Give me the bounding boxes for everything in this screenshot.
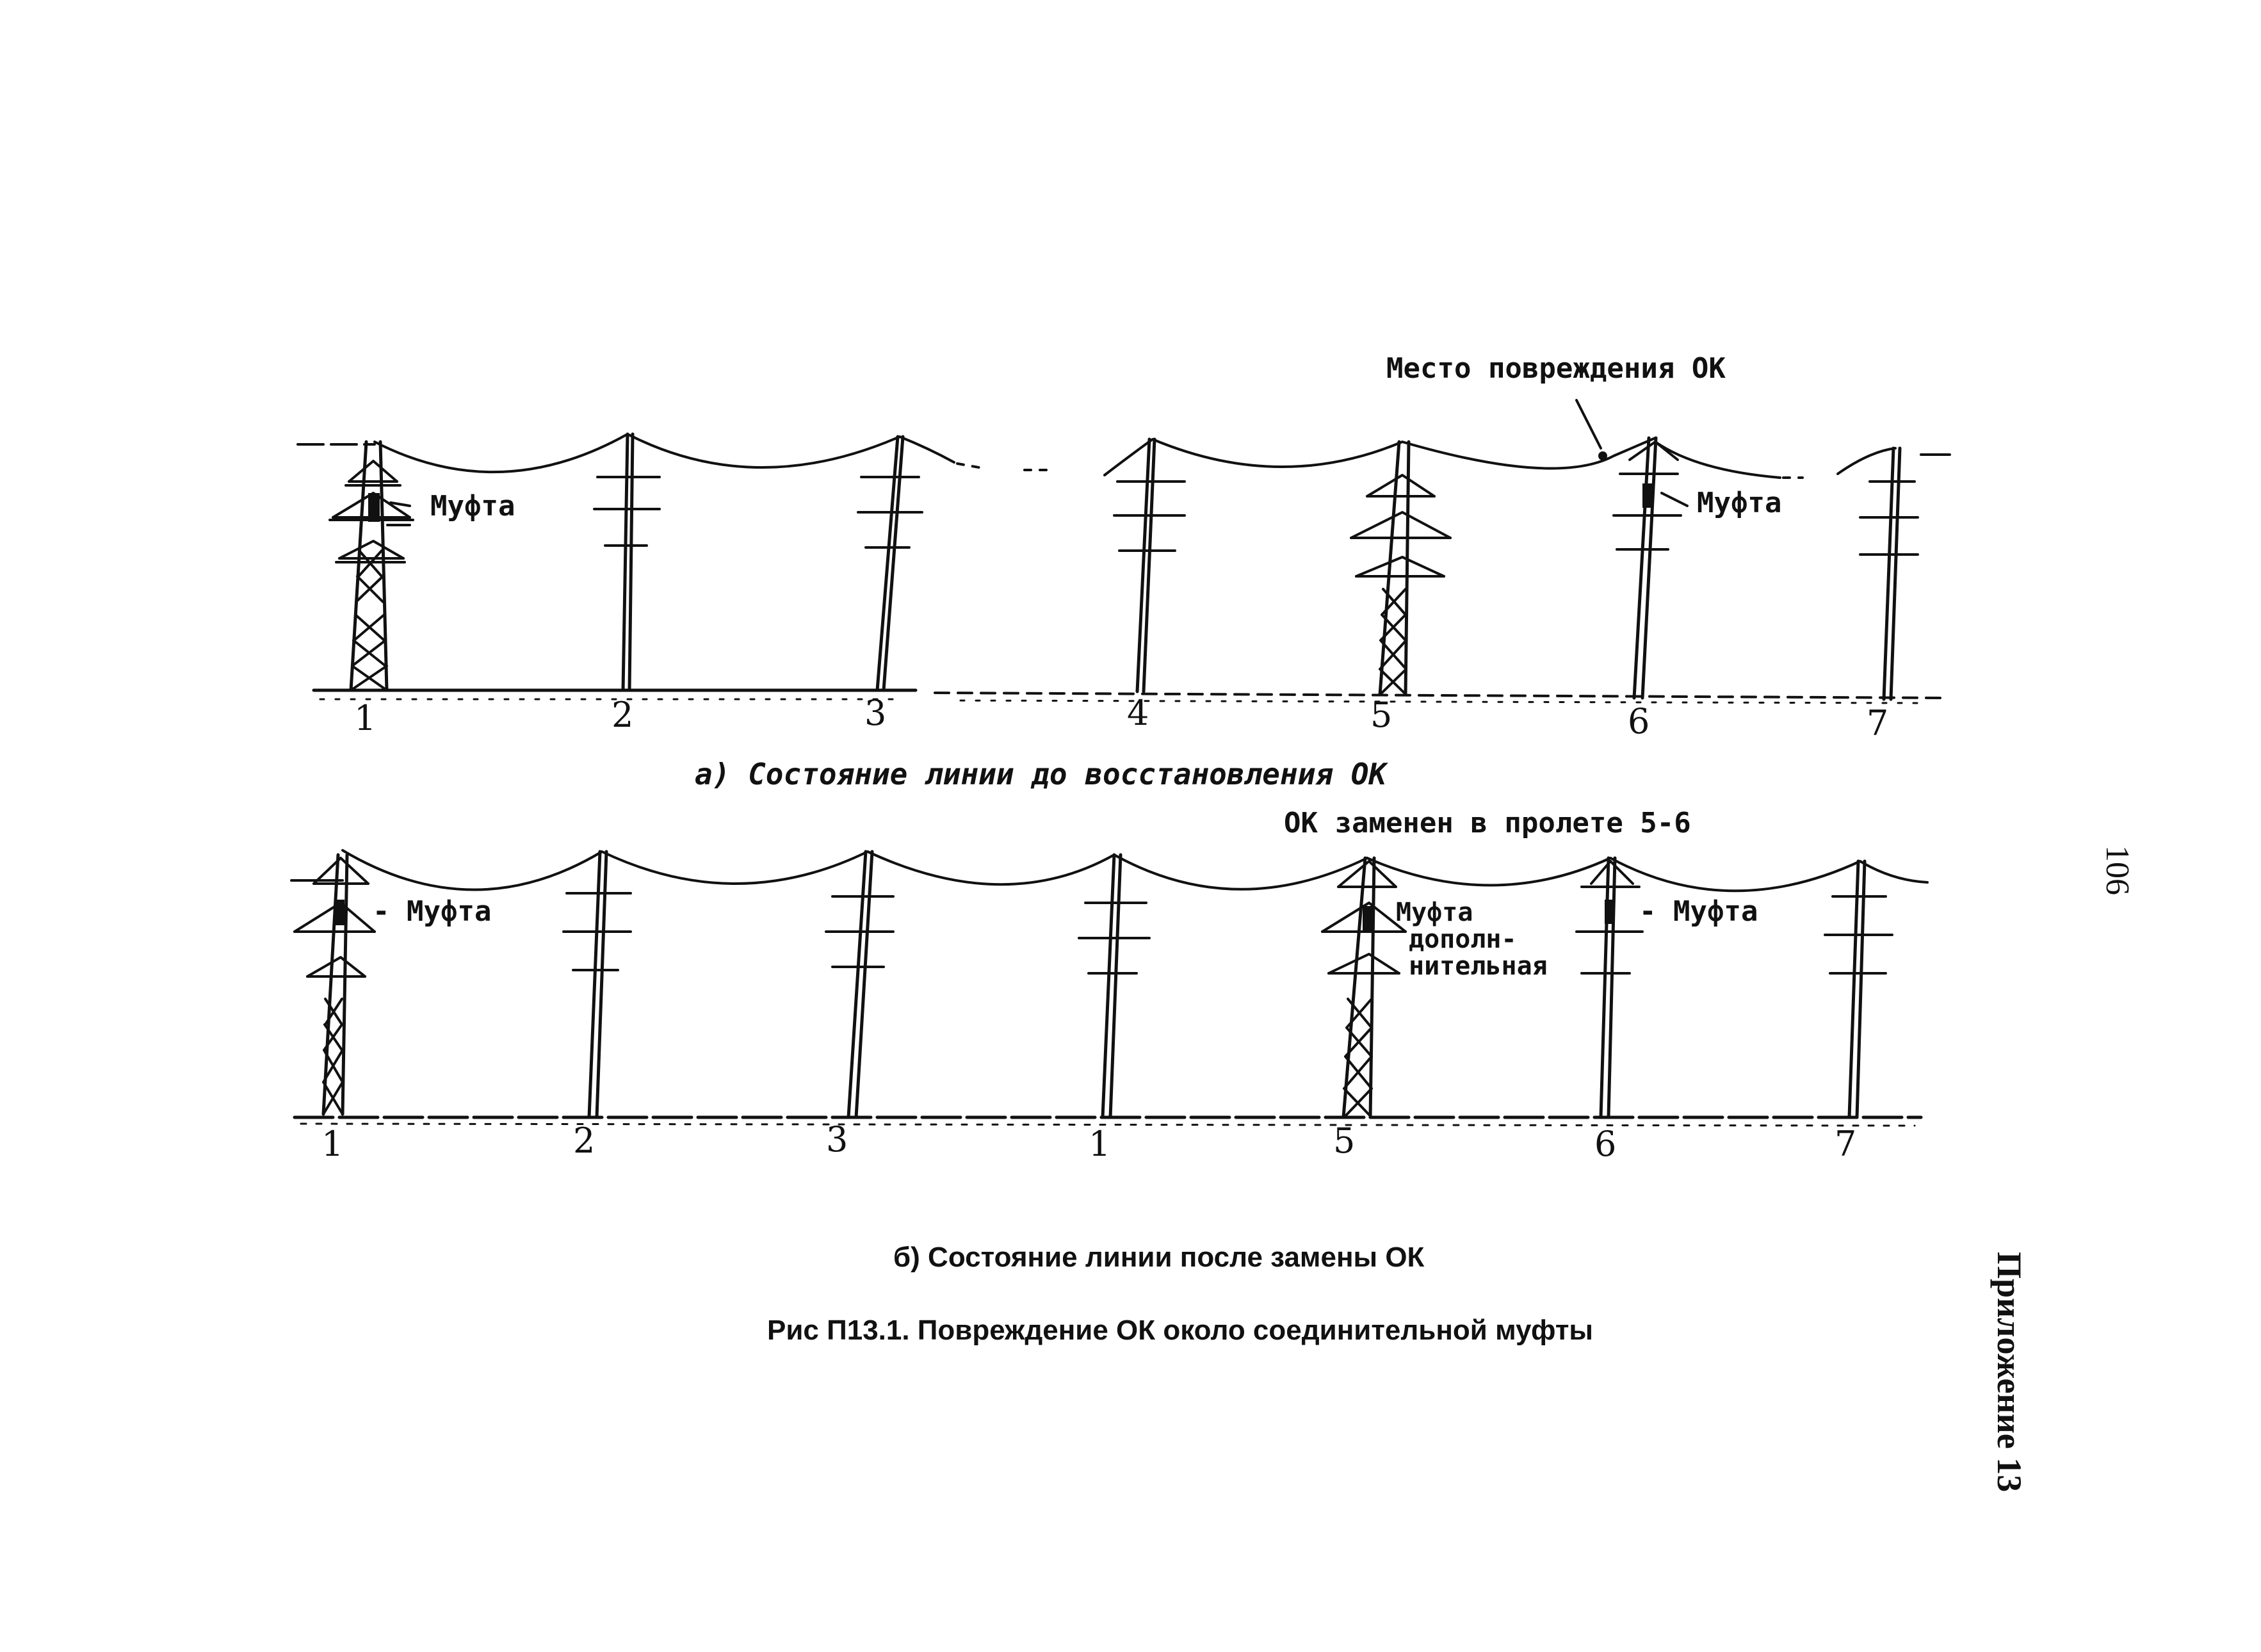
pole-number-a3: 3 bbox=[864, 693, 886, 733]
splice-pointer-a-right bbox=[1660, 492, 1689, 507]
pole-number-b2: 2 bbox=[573, 1121, 595, 1161]
caption-b: б) Состояние линии после замены ОК bbox=[893, 1242, 1425, 1273]
ground-line-a bbox=[312, 688, 1948, 704]
diagram-b: ОК заменен в пролете 5-6 - Муфта Муфта д… bbox=[290, 807, 1929, 1273]
pole-number-a7: 7 bbox=[1867, 703, 1888, 743]
tower-a1 bbox=[328, 440, 414, 692]
pole-number-b4: 1 bbox=[1089, 1124, 1110, 1164]
splice-label-b5-line3: нительная bbox=[1409, 952, 1548, 981]
pole-b2 bbox=[562, 850, 632, 1119]
damage-pointer bbox=[1575, 399, 1602, 449]
pole-number-a1: 1 bbox=[354, 698, 376, 738]
splice-label-b1: - Муфта bbox=[373, 895, 491, 928]
caption-a: а) Состояние линии до восстановления ОК bbox=[695, 757, 1388, 791]
pole-b6 bbox=[1575, 856, 1644, 1119]
splice-pointer-a-left bbox=[386, 501, 411, 526]
appendix-label: Приложение 13 bbox=[1990, 1252, 2029, 1492]
pole-b7 bbox=[1824, 859, 1893, 1119]
splice-label-b6: - Муфта bbox=[1639, 895, 1758, 928]
replaced-span-label: ОК заменен в пролете 5-6 bbox=[1284, 807, 1691, 839]
pole-number-a6: 6 bbox=[1628, 701, 1649, 741]
tower-b5 bbox=[1321, 856, 1407, 1119]
pole-a4 bbox=[1113, 437, 1186, 693]
splice-label-b5-line2: дополн- bbox=[1409, 925, 1517, 954]
damage-point-marker bbox=[1598, 451, 1607, 460]
pole-number-b3: 3 bbox=[826, 1119, 848, 1160]
optical-cable-b bbox=[290, 849, 1929, 893]
damage-location-label: Место повреждения ОК bbox=[1386, 352, 1726, 385]
pole-b3 bbox=[825, 850, 895, 1119]
diagram-a: Место повреждения ОК Муфта Муфта 1 2 3 4… bbox=[296, 352, 1951, 791]
page-number: 106 bbox=[2099, 845, 2135, 895]
pole-number-a4: 4 bbox=[1127, 693, 1149, 733]
pole-a3 bbox=[857, 435, 923, 692]
pole-number-b7: 7 bbox=[1835, 1124, 1856, 1164]
pole-b4 bbox=[1078, 853, 1151, 1119]
optical-cable-a bbox=[296, 433, 1951, 479]
figure-caption: Рис П13.1. Повреждение ОК около соединит… bbox=[767, 1315, 1593, 1346]
pole-number-b1: 1 bbox=[321, 1124, 343, 1164]
splice-label-a-left: Муфта bbox=[430, 490, 515, 522]
pole-a6 bbox=[1612, 436, 1682, 700]
ground-line-b bbox=[293, 1115, 1923, 1127]
tower-a5 bbox=[1350, 440, 1452, 697]
pole-a7 bbox=[1859, 446, 1919, 701]
pole-number-a2: 2 bbox=[612, 695, 633, 735]
pole-number-b6: 6 bbox=[1594, 1124, 1616, 1164]
tower-b1 bbox=[293, 853, 376, 1116]
pole-a2 bbox=[593, 432, 661, 692]
pole-number-b5: 5 bbox=[1333, 1121, 1355, 1161]
pole-number-a5: 5 bbox=[1370, 695, 1392, 735]
splice-label-a-right: Муфта bbox=[1697, 487, 1781, 519]
splice-label-b5-line1: Муфта bbox=[1396, 898, 1473, 927]
